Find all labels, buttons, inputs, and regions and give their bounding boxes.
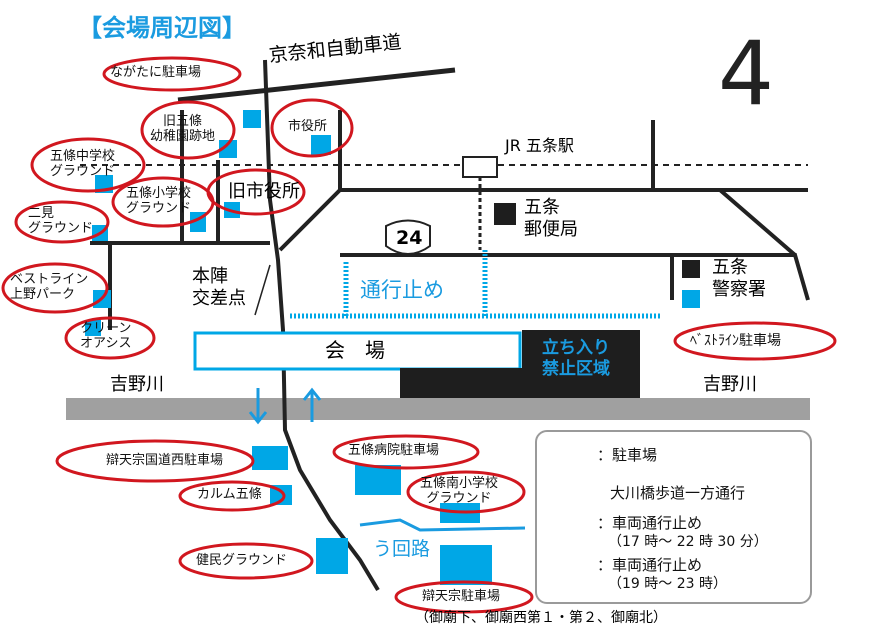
parking-label-benten: 辯天宗駐車場 (422, 589, 501, 604)
legend-closure1-label: ：車両通行止め (597, 514, 703, 532)
parking-kenmin-square (316, 538, 348, 574)
old-city-hall-label: 旧市役所 (228, 181, 300, 202)
parking-label-elementary: 五條小学校 グラウンド (126, 186, 192, 216)
parking-label-junior-high: 五條中学校 グラウンド (50, 149, 116, 179)
police-square (682, 260, 700, 278)
yoshino-river (66, 398, 810, 420)
parking-clean-square (85, 320, 101, 336)
parking-cityhall-square (311, 135, 331, 155)
parking-label-bestline: ﾍﾞｽﾄﾗｲﾝ駐車場 (690, 333, 781, 349)
expressway-road (177, 67, 456, 103)
intersection-label: 本陣 交差点 (192, 266, 246, 309)
route-24-label: 24 (396, 227, 423, 249)
u-route-path (359, 518, 526, 532)
legend-box (535, 430, 812, 604)
one-way-arrows (248, 387, 322, 425)
parking-label-south-elementary: 五條南小学校 グラウンド (420, 476, 499, 506)
restricted-area-strip (400, 368, 522, 398)
parking-label-nimi: 二見 グラウンド (28, 206, 94, 236)
parking-kindergarten-square (219, 140, 237, 158)
red-ovals (1, 56, 837, 614)
road-closed-label: 通行止め (360, 278, 444, 302)
parking-label-kenmin: 健民グラウンド (196, 553, 288, 568)
legend-closure2-label: ：車両通行止め (597, 556, 703, 574)
parking-calm-square (270, 485, 292, 505)
parking-label-bestline-ueno: ベストライン 上野パーク (10, 272, 89, 302)
police-label: 五条 警察署 (712, 257, 766, 300)
road-right-vertical (672, 253, 810, 301)
venue-box (193, 331, 522, 371)
parking-label-city-hall: 市役所 (288, 119, 328, 134)
legend-parking-label: ：駐車場 (597, 446, 658, 464)
parking-label-clean-oasis: クリーン オアシス (80, 321, 132, 351)
u-route-label: う回路 (373, 538, 431, 560)
restricted-area-label: 立ち入り 禁止区域 (542, 338, 610, 380)
parking-nagatani-square (243, 110, 261, 128)
parking-label-hospital: 五條病院駐車場 (348, 443, 440, 458)
parking-hospital-square (355, 465, 401, 495)
legend-closure1-time: （17 時～ 22 時 30 分） (608, 534, 768, 550)
parking-label-nagatani: ながたに駐車場 (110, 65, 202, 80)
post-office-label: 五条 郵便局 (524, 197, 578, 240)
parking-label-calm: カルム五條 (197, 487, 262, 502)
road-lower-horizontal (278, 188, 797, 257)
parking-benten-west-square (252, 446, 288, 470)
map-number: 4 (718, 22, 774, 125)
parking-squares (85, 110, 700, 585)
parking-benten-square (440, 545, 492, 585)
river-left-label: 吉野川 (110, 374, 164, 395)
route-24-shield (385, 219, 431, 255)
post-office-square (494, 203, 516, 225)
legend-closure2-time: （19 時～ 23 時） (608, 576, 727, 592)
station-label: JR 五条駅 (505, 136, 574, 155)
venue-label: 会 場 (325, 338, 385, 362)
road-north-south (263, 59, 380, 592)
shrine-note-label: （御廟下、御廟西第１・第２、御廟北） (415, 610, 667, 626)
parking-label-old-kindergarten: 旧五條 幼稚園跡地 (150, 114, 216, 144)
restricted-area-box (522, 330, 640, 398)
page-title: 【会場周辺図】 (78, 14, 246, 42)
legend-one-way-label: 大川橋歩道一方通行 (610, 484, 746, 502)
road-intersection-slash (254, 264, 271, 316)
river-right-label: 吉野川 (703, 374, 757, 395)
station-building (462, 156, 498, 178)
parking-bestline-square (682, 290, 700, 308)
parking-label-benten-west: 辯天宗国道西駐車場 (106, 453, 224, 468)
